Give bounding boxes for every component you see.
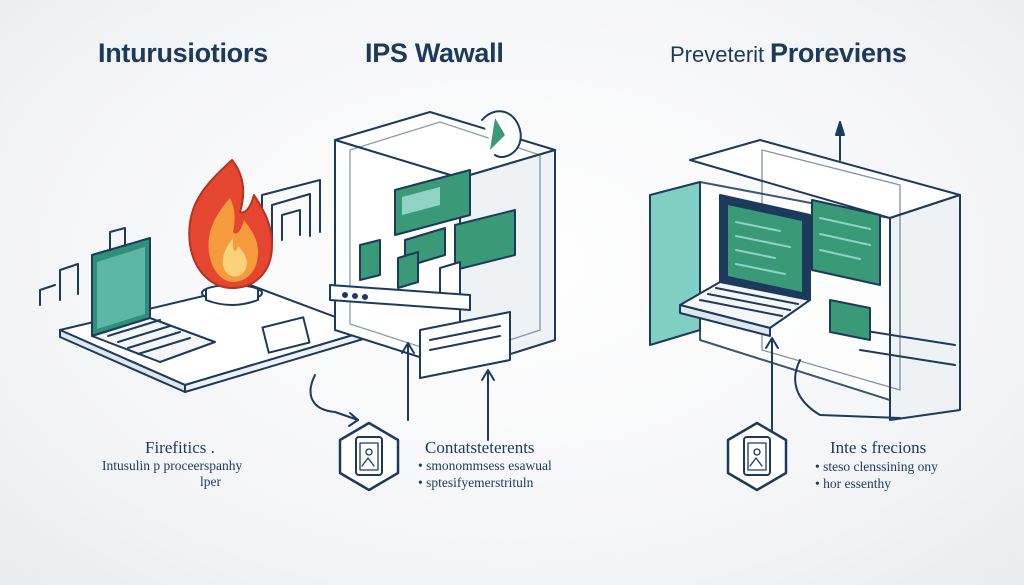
left-arrow-icon	[309, 374, 359, 427]
server-icon	[329, 110, 556, 379]
right-shield-phone-icon	[726, 421, 788, 492]
right-title: Proreviens	[770, 38, 907, 68]
left-title: Inturusiotiors	[98, 38, 268, 68]
right-caption-heading: Inte s frecions	[830, 438, 927, 457]
center-caption-line2: • sptesifyemerstrituln	[418, 475, 534, 490]
center-shield-phone-icon	[338, 421, 400, 492]
left-caption-line1: Intusulin p proceerspanhy	[102, 458, 243, 473]
right-title-prefix: Preveterit	[670, 42, 765, 67]
left-laptop-platform	[59, 284, 371, 393]
right-caption-line2: • hor essenthy	[815, 476, 891, 491]
laptop-icon	[91, 237, 216, 363]
right-connector-icons	[765, 337, 901, 431]
fire-icon	[188, 159, 273, 306]
center-arrow-icons	[401, 342, 495, 441]
center-caption-line1: • smonommsess esawual	[418, 458, 552, 473]
left-device-racks	[39, 179, 321, 354]
right-screen-panels	[811, 199, 881, 341]
center-title: IPS Wawall	[365, 38, 504, 68]
right-caption-line1: • steso clenssining ony	[815, 459, 938, 474]
left-caption-line2: lper	[200, 474, 221, 489]
center-caption-heading: Contatsteterents	[425, 438, 535, 457]
right-laptop-icon	[679, 194, 811, 337]
left-caption-heading: Firefitics .	[145, 438, 215, 457]
